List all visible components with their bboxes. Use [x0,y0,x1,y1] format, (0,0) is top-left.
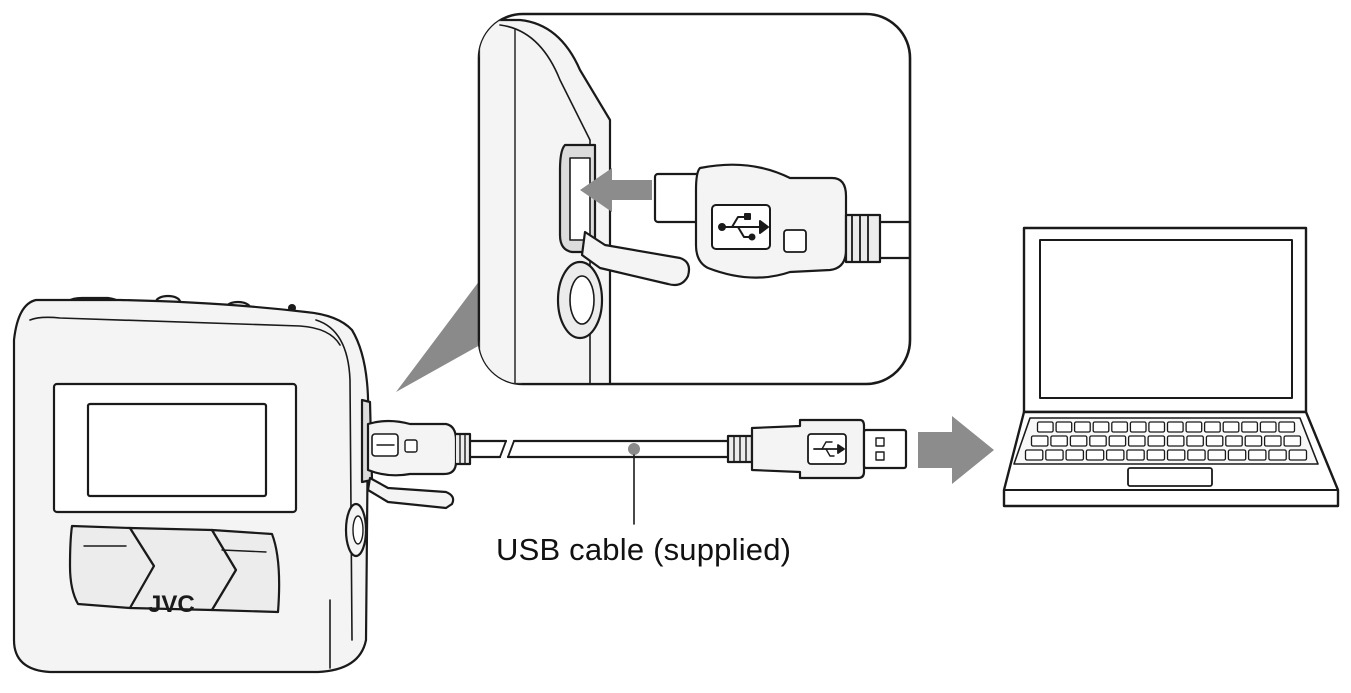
cable-caption: USB cable (supplied) [496,532,792,567]
keyboard-key [1146,449,1166,461]
insert-arrow-icon [580,168,652,212]
keyboard-key [1244,435,1263,447]
keyboard-key [1187,449,1206,461]
keyboard-key [1089,435,1107,447]
keyboard-key [1069,435,1088,447]
device-brand-logo: JVC [148,591,195,618]
keyboard-key [1278,421,1296,433]
keyboard-key [1241,421,1259,433]
usb-symbol-icon [711,204,771,250]
keyboard-key [1259,421,1277,433]
keyboard-key [1166,435,1185,447]
cable-ferrite-marker [628,443,640,455]
keyboard-key [1283,435,1302,447]
keyboard-key [1263,435,1282,447]
usb-symbol-icon [807,433,847,465]
keyboard-key [1085,449,1105,461]
keyboard-key [1247,449,1267,461]
laptop-computer [1002,226,1340,508]
keyboard-key [1268,449,1287,461]
keyboard-key [1227,449,1247,461]
keyboard-key [1207,449,1227,461]
keyboard-key [1050,435,1068,447]
device-side-plug [360,398,472,510]
keyboard-key [1166,449,1186,461]
keyboard-key [1105,449,1125,461]
device-display-screen [86,402,268,498]
keyboard-key [1222,421,1240,433]
direction-arrow-icon [918,416,994,484]
laptop-keyboard [1024,421,1308,461]
laptop-touchpad [1127,467,1213,487]
keyboard-key [1108,435,1127,447]
keyboard-key [1092,421,1110,433]
keyboard-key [1129,421,1147,433]
inset-port-cover [580,230,691,287]
keyboard-key [1030,435,1049,447]
keyboard-key [1225,435,1243,447]
keyboard-key [1288,449,1308,461]
keyboard-key [1055,421,1073,433]
media-player-device: JVC [12,294,370,674]
keyboard-key [1065,449,1085,461]
usb-a-plug [726,418,908,480]
keyboard-key [1166,421,1184,433]
keyboard-key [1111,421,1129,433]
keyboard-key [1073,421,1091,433]
inset-closeup [477,12,912,386]
keyboard-key [1203,421,1221,433]
keyboard-key [1126,449,1145,461]
keyboard-key [1205,435,1224,447]
keyboard-key [1036,421,1054,433]
keyboard-key [1185,421,1203,433]
keyboard-key [1024,449,1044,461]
keyboard-key [1045,449,1064,461]
laptop-screen [1039,239,1293,399]
keyboard-key [1127,435,1146,447]
zoom-callout-wedge [396,280,480,392]
usb-cable [468,439,730,525]
keyboard-key [1148,421,1166,433]
keyboard-key [1186,435,1204,447]
keyboard-key [1147,435,1166,447]
